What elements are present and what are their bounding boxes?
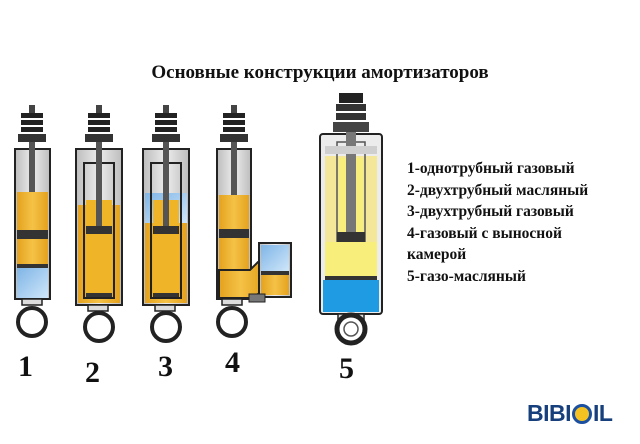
legend: 1-однотрубный газовый 2-двухтрубный масл…: [407, 158, 637, 287]
label-number-5: 5: [339, 352, 354, 385]
legend-item-1: 1-однотрубный газовый: [407, 160, 575, 177]
label-number-2: 2: [85, 356, 100, 389]
legend-item-4: 4-газовый с выносной: [407, 224, 562, 242]
legend-item-5: 5-газо-масляный: [407, 267, 526, 285]
label-number-4: 4: [225, 346, 240, 379]
shock-5-gas-oil: [319, 93, 383, 346]
brand-logo: BIBI IL: [527, 400, 613, 427]
legend-item-4-continued: камерой: [407, 246, 467, 263]
shock-1-monotube-gas: [14, 105, 51, 338]
label-number-1: 1: [18, 350, 33, 383]
logo-text-start: BIBI: [527, 400, 572, 426]
shock-2-twin-tube-oil: [75, 105, 123, 343]
shock-3-twin-tube-gas: [142, 105, 190, 343]
logo-text-end: IL: [593, 400, 613, 426]
label-number-3: 3: [158, 350, 173, 383]
legend-item-2: 2-двухтрубный масляный: [407, 181, 589, 199]
shock-4-remote-reservoir: [216, 105, 292, 338]
oil-drop-icon: [572, 404, 592, 424]
diagram-title: Основные конструкции амортизаторов: [151, 62, 489, 83]
legend-item-3: 3-двухтрубный газовый: [407, 203, 574, 220]
